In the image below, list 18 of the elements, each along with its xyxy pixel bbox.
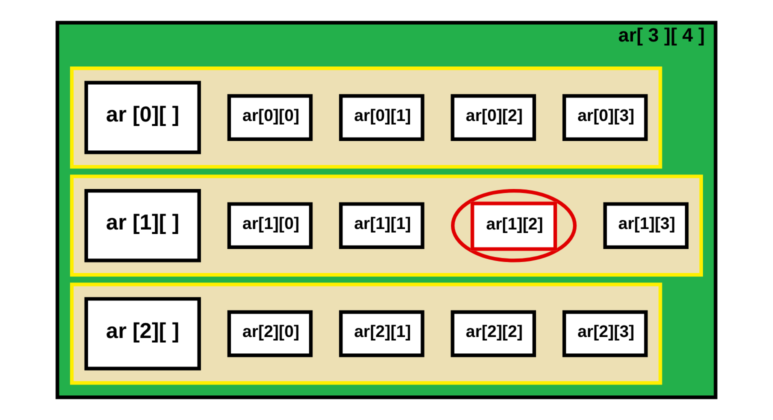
node-box: ar [0][ ] <box>84 80 201 154</box>
node-box: ar [2][ ] <box>84 297 201 370</box>
node-box: ar[2][2] <box>450 310 536 358</box>
node-box: ar[0][1] <box>339 94 424 141</box>
node-box: ar[0][0] <box>227 94 313 141</box>
node-box: ar [1][ ] <box>84 188 201 262</box>
node-ellipse: ar[1][2] <box>450 189 577 262</box>
cluster <box>70 174 703 277</box>
node-box: ar[1][3] <box>603 202 689 250</box>
node-box: ar[1][0] <box>227 202 313 250</box>
cluster <box>70 282 662 385</box>
node-box: ar[2][3] <box>562 310 648 358</box>
cluster <box>70 66 662 169</box>
node-box: ar[2][1] <box>339 310 424 358</box>
node-box: ar[0][3] <box>562 94 648 141</box>
node-box: ar[2][0] <box>227 310 313 358</box>
node-box: ar[1][1] <box>339 202 424 250</box>
node-box: ar[0][2] <box>450 94 536 141</box>
